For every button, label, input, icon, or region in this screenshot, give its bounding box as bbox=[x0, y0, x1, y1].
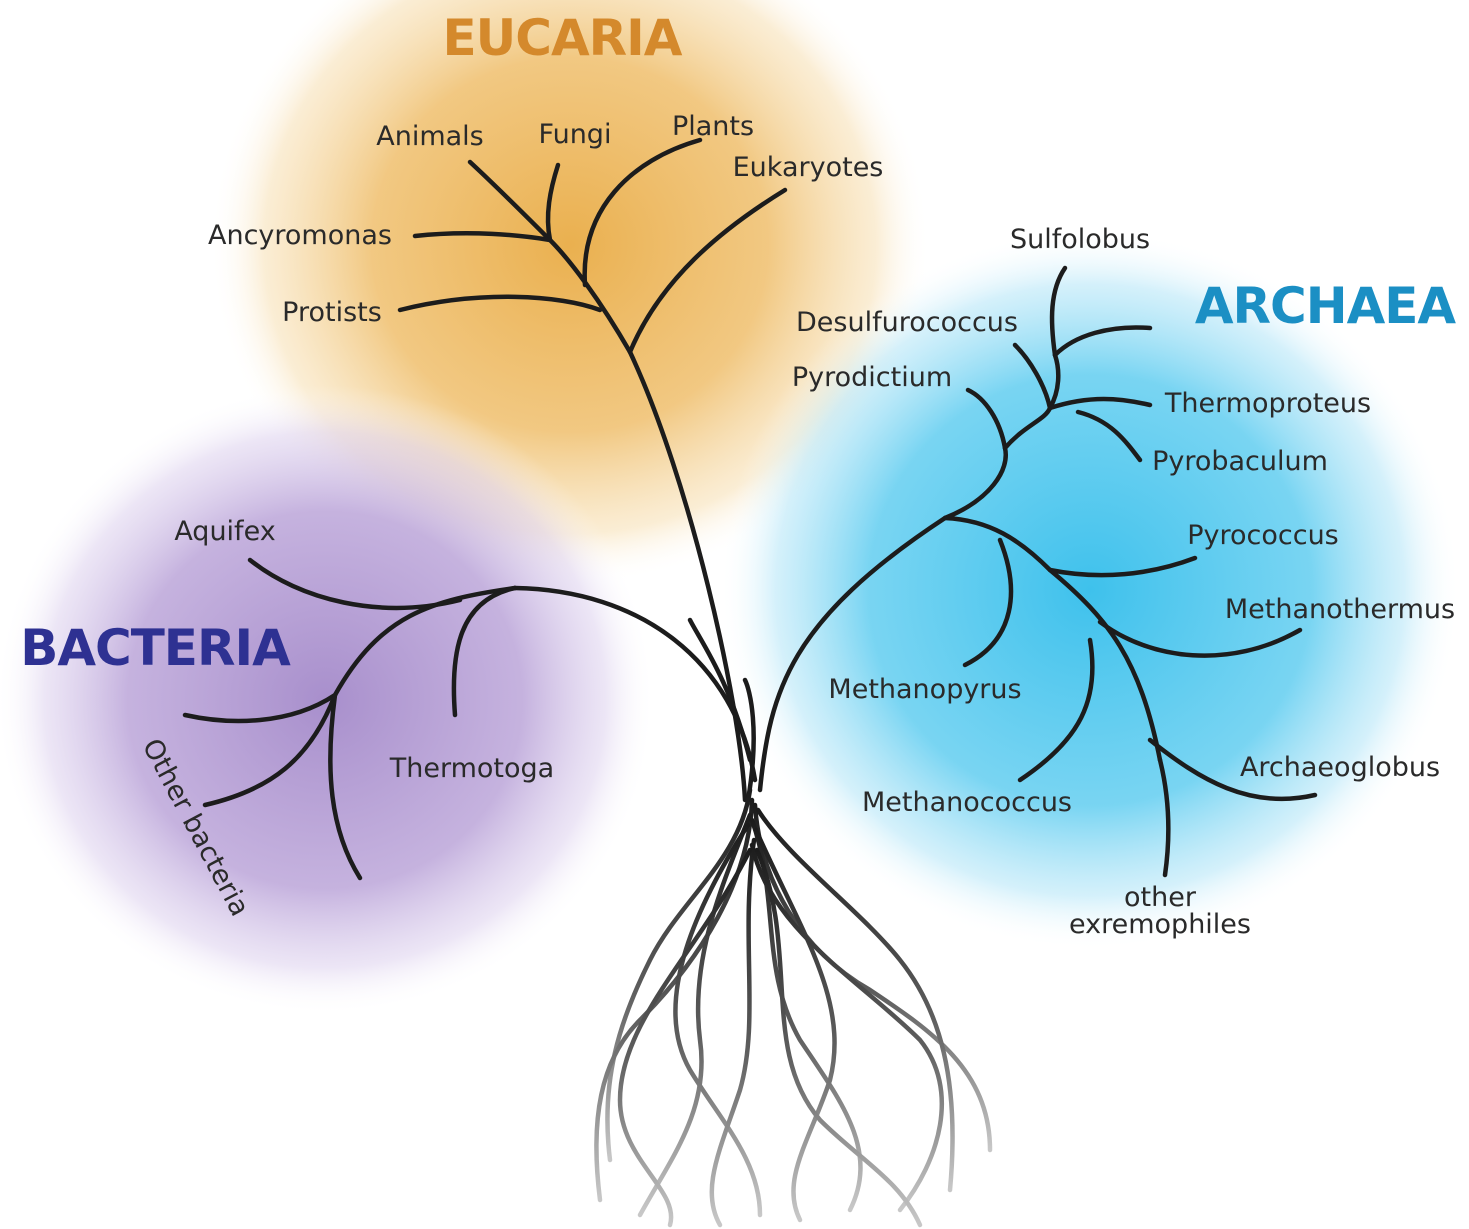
label-eukaryotes: Eukaryotes bbox=[733, 152, 884, 183]
archaea-glow bbox=[720, 230, 1460, 950]
label-methanothermus: Methanothermus bbox=[1225, 594, 1455, 625]
label-protists: Protists bbox=[282, 297, 382, 328]
label-pyrobaculum: Pyrobaculum bbox=[1152, 446, 1328, 477]
label-pyrodictium: Pyrodictium bbox=[792, 362, 952, 393]
label-archaeoglobus: Archaeoglobus bbox=[1240, 752, 1440, 783]
archaea-title: ARCHAEA bbox=[1195, 277, 1457, 335]
label-aquifex: Aquifex bbox=[174, 516, 275, 547]
bacteria-title: BACTERIA bbox=[20, 619, 291, 677]
label-desulfurococcus: Desulfurococcus bbox=[796, 307, 1018, 338]
label-other-line2: exremophiles bbox=[1069, 909, 1251, 940]
label-pyrococcus: Pyrococcus bbox=[1187, 520, 1339, 551]
label-ancyromonas: Ancyromonas bbox=[208, 220, 392, 251]
label-methanopyrus: Methanopyrus bbox=[828, 674, 1021, 705]
label-thermoproteus: Thermoproteus bbox=[1164, 388, 1371, 419]
label-fungi: Fungi bbox=[539, 119, 612, 150]
label-animals: Animals bbox=[376, 121, 484, 152]
label-plants: Plants bbox=[672, 111, 754, 142]
label-methanococcus: Methanococcus bbox=[862, 787, 1072, 818]
eucaria-title: EUCARIA bbox=[443, 9, 683, 67]
label-sulfolobus: Sulfolobus bbox=[1010, 224, 1150, 255]
label-thermotoga: Thermotoga bbox=[389, 753, 554, 784]
